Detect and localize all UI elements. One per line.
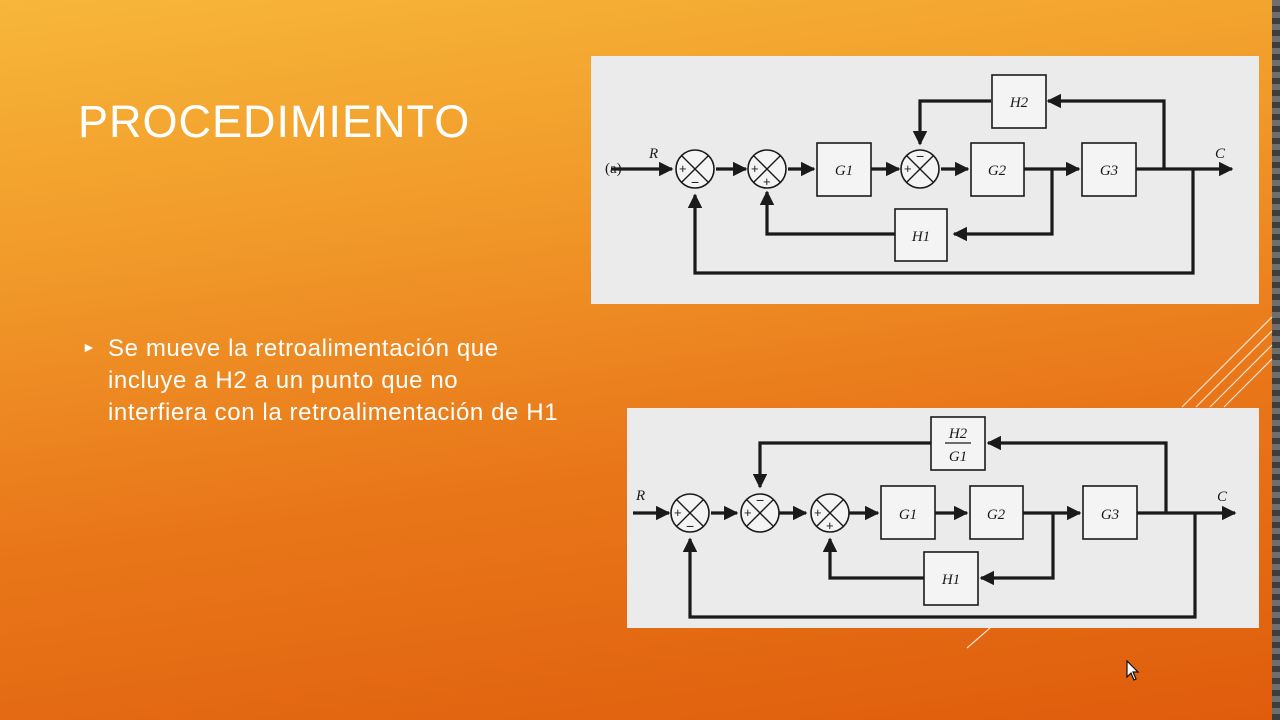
- mouse-cursor-icon: [1126, 660, 1140, 681]
- block-h1: [894, 208, 948, 262]
- svg-text:+: +: [751, 161, 759, 176]
- block-g2-label: G2: [987, 507, 1006, 523]
- output-label: C: [1217, 489, 1228, 505]
- block-g2: [969, 485, 1024, 540]
- bullet-item: ► Se mueve la retroalimentación que incl…: [82, 333, 562, 429]
- svg-text:+: +: [904, 161, 912, 176]
- block-h1-label: H1: [941, 572, 960, 588]
- svg-text:−: −: [916, 148, 924, 164]
- svg-text:+: +: [679, 161, 687, 176]
- svg-text:+: +: [826, 518, 834, 533]
- svg-text:+: +: [674, 505, 682, 520]
- window-edge-strip: [1272, 0, 1280, 720]
- block-g2-label: G2: [988, 163, 1007, 179]
- block-g1-label: G1: [835, 163, 853, 179]
- svg-text:+: +: [763, 174, 771, 189]
- block-g3-label: G3: [1100, 163, 1118, 179]
- block-h1: [923, 551, 979, 606]
- summing-junction-3: + +: [810, 493, 850, 533]
- block-diagram-a: + − + + + − (a) R C G1 G2 G3 H1 H2: [591, 56, 1259, 304]
- summing-junction-1: + −: [675, 149, 715, 190]
- output-label: C: [1215, 146, 1226, 162]
- block-g1: [880, 485, 936, 540]
- svg-text:+: +: [744, 505, 752, 520]
- block-h2-label: H2: [1009, 95, 1029, 111]
- diagram-tag: (a): [605, 161, 622, 177]
- bullet-text: Se mueve la retroalimentación que incluy…: [108, 335, 559, 426]
- block-h1-label: H1: [911, 229, 930, 245]
- summing-junction-2: + −: [740, 492, 780, 533]
- svg-text:−: −: [686, 518, 694, 534]
- svg-text:−: −: [691, 174, 699, 190]
- slide-title: PROCEDIMIENTO: [78, 96, 471, 147]
- summing-junction-2: + +: [747, 149, 787, 189]
- summing-junction-3: + −: [900, 148, 940, 189]
- block-h2: [991, 74, 1047, 129]
- block-g3: [1081, 142, 1137, 197]
- block-diagram-b-svg: + − + − + + R C G1 G2 G3 H1 H2 G1: [633, 416, 1237, 619]
- block-h2-numerator: H2: [948, 426, 968, 442]
- block-g3-label: G3: [1101, 507, 1119, 523]
- block-g3: [1082, 485, 1138, 540]
- svg-text:−: −: [756, 492, 764, 508]
- summing-junction-1: + −: [670, 493, 710, 534]
- block-g1-label: G1: [899, 507, 917, 523]
- block-diagram-a-svg: + − + + + − (a) R C G1 G2 G3 H1 H2: [605, 74, 1234, 275]
- block-g2: [970, 142, 1025, 197]
- input-label: R: [648, 146, 658, 162]
- bullet-arrow-icon: ►: [82, 339, 96, 355]
- input-label: R: [635, 488, 645, 504]
- block-g1-denominator: G1: [949, 449, 967, 465]
- block-g1: [816, 142, 872, 197]
- svg-text:+: +: [814, 505, 822, 520]
- block-diagram-b: + − + − + + R C G1 G2 G3 H1 H2 G1: [627, 408, 1259, 628]
